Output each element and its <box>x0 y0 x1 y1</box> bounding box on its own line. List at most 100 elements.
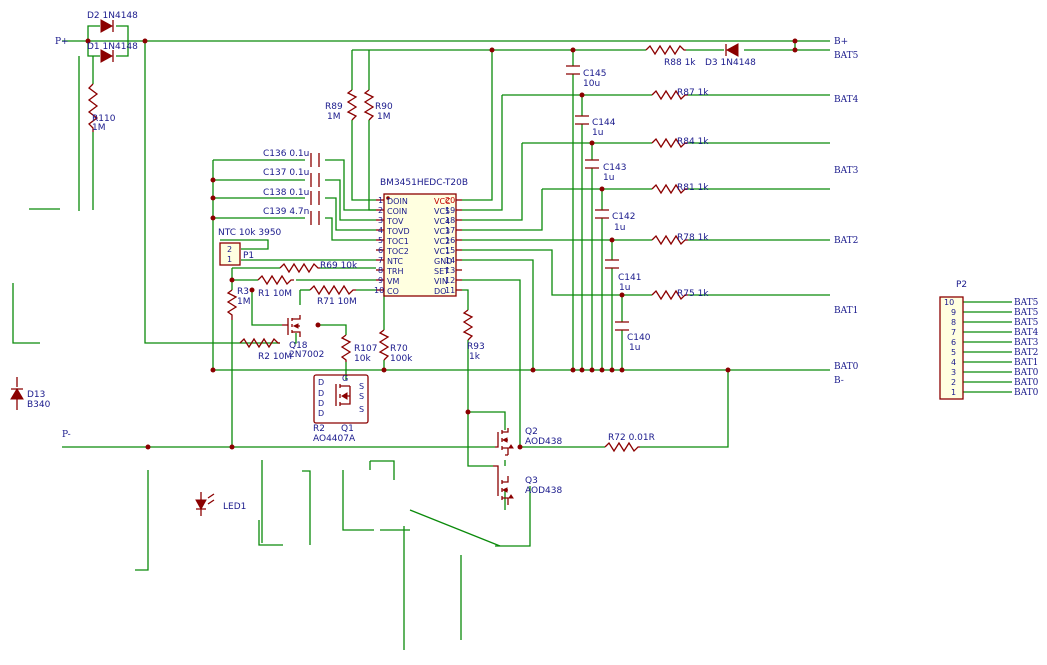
mosfet-q18: Q18 2N7002 <box>282 315 324 360</box>
net-label-p-plus: P+ <box>55 37 69 47</box>
ic-pin-number: 18 <box>445 216 455 225</box>
p2-pin-number: 7 <box>951 328 956 337</box>
c143-ref: C143 <box>603 163 626 173</box>
resistor-r3: R3 1M <box>226 287 251 320</box>
ic-pin-name: TOVD <box>386 227 410 236</box>
q1-pin-letter: G <box>342 374 348 383</box>
c138-label: C138 0.1u <box>263 188 309 198</box>
ic-pin-number: 2 <box>378 206 383 215</box>
p2-pin-net: BAT5 <box>1014 298 1039 308</box>
p2-pin-net: BAT0 <box>1014 388 1039 398</box>
r107-ref: R107 <box>354 344 377 354</box>
resistor-r93: R93 1k <box>462 309 485 362</box>
q1-pin-letter: S <box>359 392 364 401</box>
q18-value: 2N7002 <box>289 350 324 360</box>
p2-pin-number: 3 <box>951 368 956 377</box>
wires <box>12 25 1012 650</box>
c143-value: 1u <box>603 173 614 183</box>
r89-ref: R89 <box>325 102 343 112</box>
ic-pin-number: 1 <box>378 196 383 205</box>
ic-pin-number: 15 <box>445 246 455 255</box>
ic-pin-number: 19 <box>445 206 455 215</box>
r88-label: R88 1k <box>664 58 696 68</box>
ic-right-pins: VCC20VC519VC418VC317VC216VC115GND14SET13… <box>434 196 462 296</box>
p1-label: P1 <box>243 251 254 261</box>
p2-pin-number: 9 <box>951 308 956 317</box>
net-label-bat2: BAT2 <box>834 236 858 246</box>
ic-pin-number: 12 <box>445 276 455 285</box>
net-label-bat4: BAT4 <box>834 95 859 105</box>
p2-pin-number: 5 <box>951 348 956 357</box>
resistor-r71: R71 10M <box>309 284 357 307</box>
resistor-r1: R1 10M <box>257 274 294 299</box>
net-label-b-plus: B+ <box>834 37 848 47</box>
resistor-r107: R107 10k <box>340 334 377 364</box>
r90-value: 1M <box>377 112 391 122</box>
resistor-r81: R81 1k <box>651 183 709 195</box>
ic-pin-name: TRH <box>386 267 403 276</box>
r90-ref: R90 <box>375 102 393 112</box>
r87-label: R87 1k <box>677 88 709 98</box>
q1-pin-letter: D <box>318 409 324 418</box>
ic-pin-number: 16 <box>445 236 455 245</box>
ic-pin-name: TOC2 <box>386 247 409 256</box>
ic-pin-name: VIN <box>434 277 448 286</box>
resistor-r88: R88 1k <box>645 44 696 68</box>
p2-ref: P2 <box>956 280 967 290</box>
ic-pin-number: 8 <box>378 266 383 275</box>
r84-label: R84 1k <box>677 137 709 147</box>
c140-ref: C140 <box>627 333 651 343</box>
capacitor-c136: C136 0.1u <box>263 149 320 167</box>
resistor-r70: R70 100k <box>378 329 413 364</box>
resistor-r89: R89 1M <box>325 89 358 122</box>
c141-value: 1u <box>619 283 630 293</box>
r69-label: R69 10k <box>320 261 358 271</box>
ntc-connector-p1: NTC 10k 3950 2 1 P1 <box>218 228 282 266</box>
ic-pin-name: VC3 <box>434 227 450 236</box>
p2-pin-number: 10 <box>944 298 954 307</box>
ic-pin-number: 6 <box>378 246 383 255</box>
ic-pin-number: 14 <box>445 256 455 265</box>
resistor-r75: R75 1k <box>651 289 709 301</box>
ic-pin-number: 11 <box>445 286 455 295</box>
capacitor-c141: C141 1u <box>605 259 641 293</box>
p2-pin-net: BAT0 <box>1014 368 1039 378</box>
ic-pin-name: SET <box>434 267 449 276</box>
c139-label: C139 4.7n <box>263 207 309 217</box>
net-label-bat3: BAT3 <box>834 166 859 176</box>
r1-label: R1 10M <box>258 289 292 299</box>
led1-label: LED1 <box>223 502 246 512</box>
capacitor-c145: C145 10u <box>566 65 606 89</box>
p2-pin-number: 6 <box>951 338 956 347</box>
c144-value: 1u <box>592 128 603 138</box>
q1-r2-label: R2 <box>313 424 325 434</box>
p2-pin-net: BAT5 <box>1014 318 1039 328</box>
resistor-r90: R90 1M <box>363 89 393 122</box>
ic-pin-name: VC2 <box>434 237 450 246</box>
ic-pin-number: 3 <box>378 216 383 225</box>
net-label-bat0: BAT0 <box>834 362 859 372</box>
net-label-bat5: BAT5 <box>834 51 859 61</box>
resistor-r69: R69 10k <box>279 261 358 274</box>
q2-ref: Q2 <box>525 427 538 437</box>
r78-label: R78 1k <box>677 233 709 243</box>
capacitor-c139: C139 4.7n <box>263 207 320 225</box>
q1-value: AO4407A <box>313 434 356 444</box>
q1-pin-letter: S <box>359 405 364 414</box>
r72-label: R72 0.01R <box>608 433 655 443</box>
ic-pin-name: VC4 <box>434 217 450 226</box>
r89-value: 1M <box>327 112 341 122</box>
p2-pin-number: 1 <box>951 388 956 397</box>
ic-pin-number: 17 <box>445 226 455 235</box>
ic-pin-name: DO <box>434 287 446 296</box>
diode-d3: D3 1N4148 <box>705 43 756 68</box>
r93-ref: R93 <box>467 342 485 352</box>
c141-ref: C141 <box>618 273 641 283</box>
c142-value: 1u <box>614 223 625 233</box>
